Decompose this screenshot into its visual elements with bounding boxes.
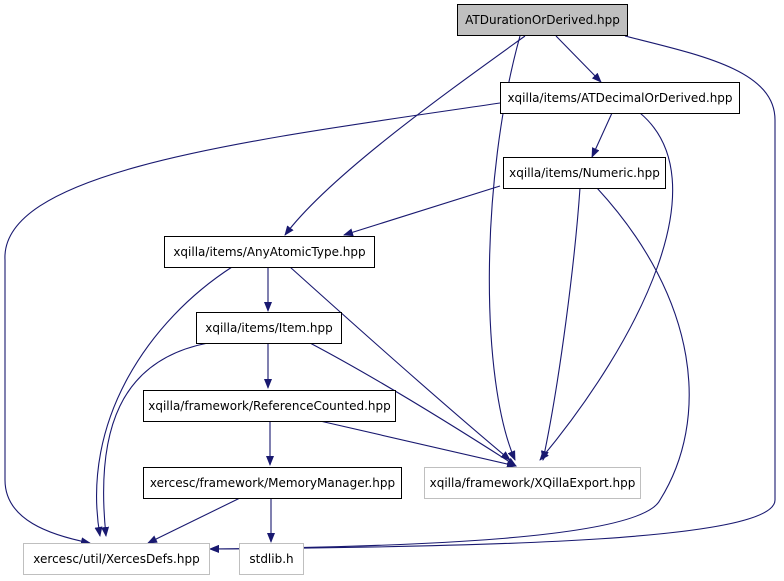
edge-decimal-to-xercesdefs: [4, 102, 501, 546]
node-atdurationorderived: ATDurationOrDerived.hpp: [457, 4, 628, 36]
node-xqillaexport: xqilla/framework/XQillaExport.hpp: [424, 467, 641, 499]
edge-decimal-to-numeric: [591, 112, 613, 158]
node-item[interactable]: xqilla/items/Item.hpp: [196, 312, 342, 344]
edge-refcounted-to-xqillaexport: [319, 420, 517, 468]
edge-numeric-to-xercesdefs: [209, 187, 690, 553]
edge-root-to-anyatomic: [284, 35, 526, 236]
edge-numeric-to-xqillaexport: [540, 187, 581, 461]
edge-decimal-to-xqillaexport: [539, 112, 674, 461]
edge-numeric-to-anyatomic: [343, 185, 501, 237]
node-referencecounted[interactable]: xqilla/framework/ReferenceCounted.hpp: [143, 390, 396, 422]
node-xercesdefs: xercesc/util/XercesDefs.hpp: [23, 543, 210, 575]
node-anyatomictype[interactable]: xqilla/items/AnyAtomicType.hpp: [164, 236, 375, 268]
edge-root-to-xercesdefs: [209, 35, 776, 553]
edge-root-to-decimal: [555, 35, 602, 83]
node-numeric[interactable]: xqilla/items/Numeric.hpp: [503, 157, 666, 189]
node-stdlib: stdlib.h: [239, 543, 304, 575]
edge-memmgr-to-xercesdefs: [147, 497, 241, 544]
edge-item-to-xercesdefs: [101, 342, 209, 537]
edge-item-to-xqillaexport: [309, 342, 517, 467]
node-atdecimalorderived[interactable]: xqilla/items/ATDecimalOrDerived.hpp: [500, 82, 740, 114]
edge-anyatomic-to-xercesdefs: [94, 266, 233, 537]
node-memorymanager[interactable]: xercesc/framework/MemoryManager.hpp: [143, 467, 402, 499]
edge-anyatomic-to-xqillaexport: [289, 266, 511, 461]
